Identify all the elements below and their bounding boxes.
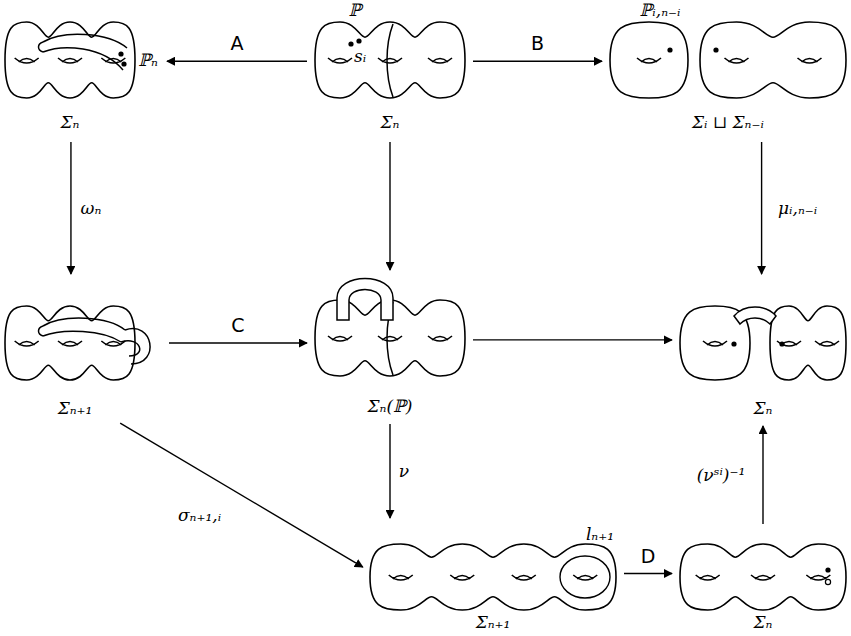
morphism-arrow (761, 142, 762, 274)
math-label: ℙₙ (138, 50, 158, 70)
surface-node: Σₙ (678, 280, 848, 420)
arrow-label: ωₙ (79, 198, 104, 218)
surface-node: ℙₙΣₙ (3, 0, 161, 136)
math-label: sᵢ (354, 46, 366, 66)
math-label: Σₙ₊₁ (476, 612, 511, 632)
math-label: Σₙ (381, 112, 400, 132)
math-label: Σₙ(ℙ) (368, 396, 413, 416)
arrow-label: (νˢⁱ)⁻¹ (695, 465, 748, 485)
math-label: ℙᵢ,ₙ₋ᵢ (640, 0, 681, 20)
math-label: Σₙ (754, 612, 773, 632)
morphism-arrow (389, 142, 390, 270)
morphism-arrow (762, 426, 763, 524)
arrow-label: D (639, 546, 658, 566)
arrow-label: A (229, 33, 246, 53)
surface-node: Σₙ (678, 530, 848, 634)
morphism-arrow (624, 573, 672, 574)
morphism-arrow (473, 339, 672, 340)
arrow-label: B (529, 33, 546, 53)
surface-drawing (3, 0, 161, 136)
math-label: Σₙ (61, 112, 80, 132)
math-label: lₙ₊₁ (586, 524, 614, 544)
surface-node: Σₙ(ℙ) (313, 276, 467, 418)
arrow-label: σₙ₊₁,ᵢ (176, 505, 223, 525)
arrow-label: C (229, 315, 246, 335)
morphism-arrow (473, 61, 602, 62)
math-label: Σᵢ ⊔ Σₙ₋ᵢ (692, 112, 764, 132)
surface-node: Σₙ₊₁ (3, 280, 163, 420)
morphism-arrow (70, 142, 71, 274)
surface-node: ℙᵢ,ₙ₋ᵢ Σᵢ ⊔ Σₙ₋ᵢ (608, 0, 848, 136)
arrow-label: ν (397, 461, 411, 481)
surface-node: ℙsᵢΣₙ (313, 0, 467, 136)
arrow-label: μᵢ,ₙ₋ᵢ (776, 198, 819, 218)
morphism-arrow (120, 423, 363, 567)
math-label: Σₙ (754, 398, 773, 418)
morphism-arrow (169, 342, 307, 343)
math-label: Σₙ₊₁ (58, 398, 93, 418)
surface-node: lₙ₊₁ Σₙ₊₁ (368, 524, 618, 634)
math-label: ℙ (349, 0, 362, 20)
morphism-arrow (167, 61, 307, 62)
morphism-arrow (389, 424, 390, 518)
